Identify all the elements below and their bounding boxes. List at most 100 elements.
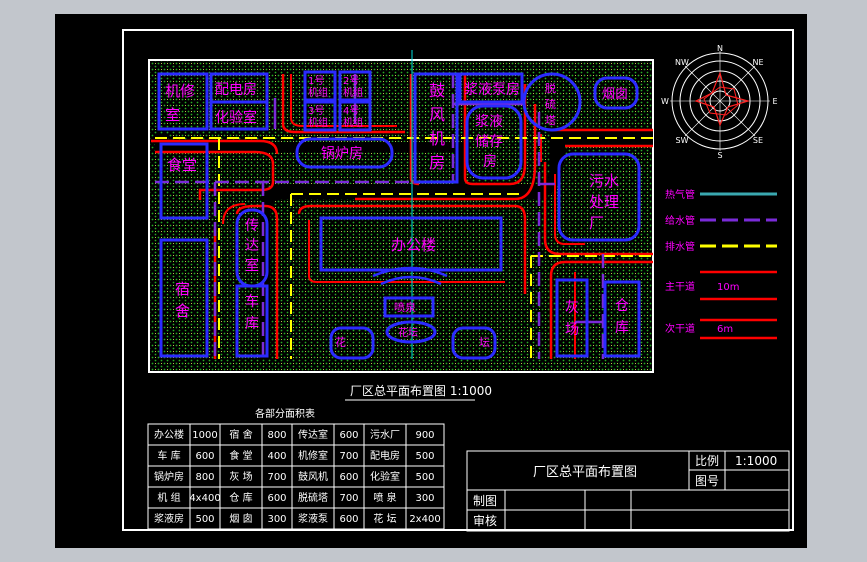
area-table-cell: 烟 囱	[229, 512, 252, 525]
label-jizu4-b: 机组	[343, 116, 363, 129]
area-table-cell: 600	[339, 472, 358, 483]
area-table-cell: 喷 泉	[373, 491, 396, 504]
label-jiangyebeng: 浆液泵房	[464, 82, 520, 98]
slurry-storage-room	[465, 104, 523, 180]
legend-supply-label: 给水管	[665, 214, 695, 227]
svg-text:室: 室	[245, 257, 259, 274]
area-table-cell: 400	[267, 451, 286, 462]
plan-caption: 厂区总平面布置图 1:1000	[350, 384, 492, 398]
area-table-cell: 900	[415, 430, 434, 441]
label-jizu2-b: 机组	[343, 86, 363, 99]
area-table-cell: 600	[339, 430, 358, 441]
office-building	[319, 216, 503, 272]
area-table-title: 各部分面积表	[255, 407, 315, 420]
unit-1	[303, 70, 337, 102]
compass-ne: NE	[752, 58, 763, 67]
area-table-cell: 机 组	[157, 491, 180, 504]
main-road-top	[155, 130, 653, 359]
compass-nw: NW	[675, 58, 689, 67]
slurry-pump-room	[458, 72, 524, 104]
label-gulujifang: 鼓	[429, 81, 445, 100]
area-table-cell: 车 库	[157, 449, 180, 462]
flower-bed-center	[385, 320, 437, 344]
area-table-cell: 化验室	[370, 470, 400, 483]
label-cheku: 车	[245, 293, 259, 310]
label-tuoliuta: 脱	[545, 81, 556, 95]
label-jizu2-a: 2号	[343, 75, 359, 87]
area-table-cell: 600	[195, 451, 214, 462]
svg-text:储存: 储存	[475, 134, 503, 150]
compass-n: N	[717, 44, 723, 53]
label-penquan: 喷泉	[394, 300, 416, 314]
unit-2	[338, 70, 372, 102]
label-bangonglou: 办公楼	[391, 236, 436, 254]
roads	[151, 74, 653, 359]
title-block	[466, 450, 790, 532]
area-table-cell: 花 坛	[373, 512, 396, 525]
drawn-by-label: 制图	[473, 494, 497, 508]
area-table-cell: 500	[415, 472, 434, 483]
svg-text:舍: 舍	[175, 302, 190, 320]
blower-room	[413, 72, 459, 184]
label-peidianfang: 配电房	[215, 82, 257, 98]
area-table-cell: 灰 场	[229, 470, 252, 483]
label-hua: 花	[335, 336, 346, 349]
boiler-room	[295, 137, 394, 169]
label-wushui: 污水	[589, 172, 619, 190]
area-table-cell: 1000	[192, 430, 217, 441]
legend-minor-road-width: 6m	[717, 324, 733, 335]
flower-bed-left	[329, 326, 375, 360]
unit-4	[338, 100, 372, 132]
area-table-cell: 300	[415, 493, 434, 504]
svg-text:硫: 硫	[545, 97, 556, 111]
area-table-cell: 700	[339, 451, 358, 462]
legend-main-road-label: 主干道	[665, 280, 695, 293]
svg-text:厂: 厂	[589, 214, 604, 232]
label-guolufang: 锅炉房	[321, 146, 363, 162]
scale-value: 1:1000	[735, 454, 777, 468]
area-table-cell: 浆液房	[154, 512, 184, 525]
garage	[235, 284, 269, 358]
svg-text:场: 场	[565, 322, 579, 338]
compass-w: W	[661, 97, 669, 106]
area-table-cell: 300	[267, 514, 286, 525]
svg-text:房: 房	[429, 153, 445, 172]
label-shitang: 食堂	[167, 156, 197, 174]
desulfurization-tower	[522, 72, 582, 132]
drawing-canvas: 机修 室 配电房 化验室 1号 机组 2号 机组 3号 机组 4号 机组 鼓 风…	[55, 14, 807, 548]
label-huatan: 花坛	[398, 326, 418, 339]
office-entrance	[372, 266, 448, 286]
fountain	[383, 296, 435, 318]
area-table-cell: 700	[267, 472, 286, 483]
buildings	[157, 70, 641, 360]
area-table-cell: 500	[195, 514, 214, 525]
label-jixiushi-1: 机修	[165, 82, 195, 100]
label-sushe: 宿	[175, 280, 190, 298]
area-table-cell: 600	[267, 493, 286, 504]
area-table-cell: 脱硫塔	[298, 491, 328, 504]
label-jiangyechucun: 浆液	[475, 114, 503, 130]
area-table-cell: 污水厂	[370, 429, 400, 441]
label-tan: 坛	[479, 336, 490, 349]
legend-heat-label: 热气管	[665, 188, 695, 201]
wastewater-plant	[557, 152, 641, 242]
warehouse	[603, 280, 641, 358]
label-jizu3-a: 3号	[308, 105, 324, 117]
area-table-cell: 配电房	[370, 449, 400, 462]
area-table-cell: 鼓风机	[298, 470, 328, 483]
label-yancong: 烟囱	[602, 87, 628, 102]
compass-sw: SW	[676, 136, 689, 145]
dormitory	[159, 238, 209, 358]
svg-text:风: 风	[429, 105, 445, 124]
area-table-cell: 800	[195, 472, 214, 483]
area-table-cell: 800	[267, 430, 286, 441]
drawing-border	[122, 29, 794, 531]
compass-rose: N NE E SE S SW W NW	[661, 44, 777, 160]
title-block-title: 厂区总平面布置图	[533, 465, 637, 480]
area-table-cell: 700	[339, 493, 358, 504]
label-chuandashi: 传	[245, 218, 259, 234]
label-jizu3-b: 机组	[308, 116, 328, 129]
checked-by-label: 审核	[473, 513, 497, 528]
site-plan: 机修 室 配电房 化验室 1号 机组 2号 机组 3号 机组 4号 机组 鼓 风…	[148, 50, 655, 373]
